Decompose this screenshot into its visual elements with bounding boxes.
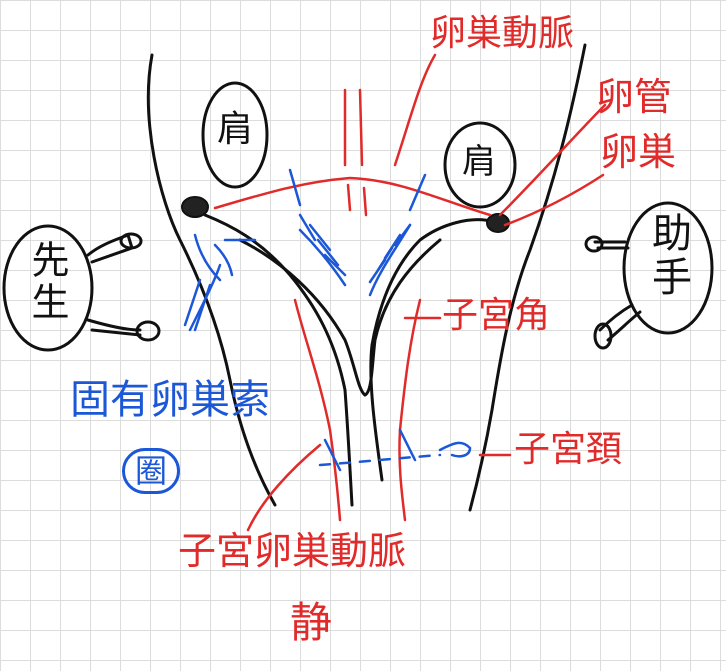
ovary-right xyxy=(486,213,510,233)
assistant-circle xyxy=(622,201,714,335)
pointer-ovarian-artery xyxy=(393,53,437,167)
shoulder-left-circle xyxy=(201,81,269,189)
pointer-ovary xyxy=(503,173,605,227)
ovary-left xyxy=(181,196,209,218)
label-ovarian-artery: 卵巣動脈 xyxy=(430,13,575,54)
assistant-hand-upper xyxy=(584,235,604,253)
label-cervix: 子宮頚 xyxy=(514,429,623,470)
blue-cervix-lines xyxy=(318,428,472,472)
label-doctor: 先生 xyxy=(25,240,69,324)
blue-hatch-right xyxy=(368,173,427,297)
blue-hatch-left xyxy=(288,168,347,287)
body-outline-left xyxy=(146,53,277,507)
red-uterus-right xyxy=(398,298,422,522)
doctor-hand-upper xyxy=(119,232,143,250)
label-ovary: 卵巣 xyxy=(600,130,677,174)
doctor-hand-lower xyxy=(135,320,161,342)
label-uterine-vessels-sub: 静 xyxy=(290,598,333,647)
label-uterine-horn: 子宮角 xyxy=(442,295,551,336)
label-infundibulopelvic: 固有卵巣索 xyxy=(70,377,270,423)
doctor-arm-lower xyxy=(86,318,142,337)
red-vertical-left xyxy=(343,88,352,212)
assistant-hand-lower xyxy=(593,322,613,350)
ovarian-artery-red xyxy=(213,176,492,217)
assistant-arm-upper xyxy=(593,240,630,250)
pointer-fallopian-tube xyxy=(498,103,607,217)
label-infundibulopelvic-sub: 圈 xyxy=(122,448,181,494)
red-uterus-left xyxy=(293,298,342,522)
doctor-arm-upper xyxy=(86,233,134,264)
label-fallopian-tube: 卵管 xyxy=(596,75,673,119)
uterus-outline xyxy=(203,213,354,507)
label-shoulder-left: 肩 xyxy=(217,109,254,150)
blue-infundibulopelvic xyxy=(183,233,257,332)
doctor-circle xyxy=(2,224,94,352)
red-vertical-right xyxy=(358,88,368,217)
label-shoulder-right: 肩 xyxy=(462,142,496,182)
shoulder-right-circle xyxy=(443,121,517,209)
uterine-cavity xyxy=(238,238,442,397)
label-assistant: 助手 xyxy=(645,212,691,300)
uterus-outline-right xyxy=(369,218,497,482)
pointer-uterine-vessels xyxy=(246,443,322,532)
label-uterine-vessels: 子宮卵巣動脈 xyxy=(178,529,407,573)
